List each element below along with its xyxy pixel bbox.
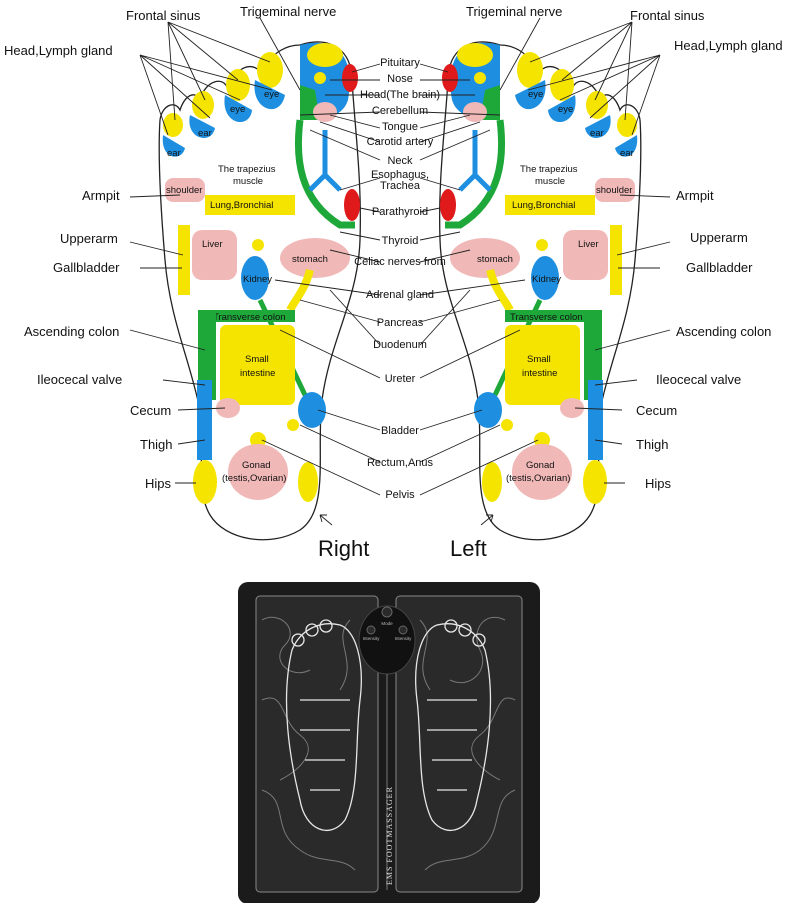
label-thigh-left: Thigh: [636, 437, 669, 452]
label-adrenal: Adrenal gland: [366, 289, 434, 301]
left-transverse-label: Transverse colon: [510, 312, 583, 323]
left-trapezius-label-1: The trapezius: [520, 164, 578, 175]
left-gonad-label-2: (testis,Ovarian): [506, 473, 570, 484]
label-neck: Neck: [387, 155, 413, 167]
left-stomach-label: stomach: [477, 254, 513, 265]
left-ear-label: ear: [590, 128, 604, 139]
left-lung-label: Lung,Bronchial: [512, 200, 575, 211]
mode-button-label: Mode: [381, 621, 393, 626]
label-cerebellum: Cerebellum: [372, 105, 428, 117]
right-small-label-2: intestine: [240, 368, 275, 379]
intensity-up-button[interactable]: [398, 625, 408, 635]
label-gallbladder-right: Gallbladder: [53, 260, 120, 275]
intensity-up-label: Intensity: [395, 636, 413, 641]
right-transverse-label: Transverse colon: [213, 312, 286, 323]
label-cecum-right: Cecum: [130, 403, 171, 418]
label-rectum: Rectum,Anus: [367, 457, 434, 469]
label-ascending-colon-left: Ascending colon: [676, 324, 771, 339]
left-small-label-2: intestine: [522, 368, 557, 379]
label-celiac: Celiac nerves from: [354, 256, 446, 268]
right-lung-label: Lung,Bronchial: [210, 200, 273, 211]
label-hips-left: Hips: [645, 476, 672, 491]
right-stomach-label: stomach: [292, 254, 328, 265]
right-ear-label-2: ear: [167, 148, 181, 159]
label-trigeminal-left: Trigeminal nerve: [466, 4, 562, 19]
left-small-label-1: Small: [527, 354, 551, 365]
label-head-lymph-right: Head,Lymph gland: [4, 43, 113, 58]
label-esophagus: Esophagus,: [371, 169, 429, 181]
left-foot-zone-labels: eye eye ear ear The trapezius muscle sho…: [477, 89, 634, 484]
left-shoulder-label: shoulder: [596, 185, 632, 196]
mode-button[interactable]: [381, 606, 393, 618]
label-ileocecal-left: Ileocecal valve: [656, 372, 741, 387]
right-kidney-label: Kidney: [243, 274, 272, 285]
caption-left: Left: [450, 536, 487, 561]
leader-lines: [129, 17, 671, 526]
label-head-brain: Head(The brain): [360, 89, 440, 101]
left-ear-label-2: ear: [620, 148, 634, 159]
right-small-label-1: Small: [245, 354, 269, 365]
label-pelvis: Pelvis: [385, 489, 415, 501]
label-pancreas: Pancreas: [377, 317, 424, 329]
foot-massager-mat: Mode Intensity Intensity EMS FOOTMASSAGE…: [238, 582, 540, 903]
left-trapezius-label-2: muscle: [535, 176, 565, 187]
right-gonad-label-2: (testis,Ovarian): [222, 473, 286, 484]
right-trapezius-label-2: muscle: [233, 176, 263, 187]
intensity-down-button[interactable]: [366, 625, 376, 635]
label-ureter: Ureter: [385, 373, 416, 385]
label-frontal-sinus-right: Frontal sinus: [126, 8, 201, 23]
mat-brand-text: EMS FOOTMASSAGER: [385, 786, 394, 885]
label-duodenum: Duodenum: [373, 339, 427, 351]
label-parathyroid: Parathyroid: [372, 206, 428, 218]
right-eye-label: eye: [230, 104, 245, 115]
right-liver-label: Liver: [202, 239, 223, 250]
label-trigeminal-right: Trigeminal nerve: [240, 4, 336, 19]
label-thyroid: Thyroid: [382, 235, 419, 247]
label-tongue: Tongue: [382, 121, 418, 133]
caption-right: Right: [318, 536, 369, 561]
right-shoulder-label: shoulder: [166, 185, 202, 196]
label-hips-right: Hips: [145, 476, 172, 491]
left-foot-chart: [439, 41, 642, 541]
right-ear-label: ear: [198, 128, 212, 139]
right-trapezius-label-1: The trapezius: [218, 164, 276, 175]
right-foot-chart: eye eye ear ear The trapezius muscle sho…: [158, 41, 361, 541]
left-liver-label: Liver: [578, 239, 599, 250]
label-trachea: Trachea: [380, 180, 421, 192]
label-upperarm-right: Upperarm: [60, 231, 118, 246]
intensity-down-label: Intensity: [363, 636, 381, 641]
label-gallbladder-left: Gallbladder: [686, 260, 753, 275]
label-ileocecal-right: Ileocecal valve: [37, 372, 122, 387]
label-armpit-left: Armpit: [676, 188, 714, 203]
label-armpit-right: Armpit: [82, 188, 120, 203]
mat-foot-outlines: [285, 619, 492, 831]
label-carotid: Carotid artery: [367, 136, 434, 148]
label-frontal-sinus-left: Frontal sinus: [630, 8, 705, 23]
left-column-labels: Frontal sinus Head,Lymph gland Armpit Up…: [4, 4, 336, 491]
label-nose: Nose: [387, 73, 413, 85]
left-eye-label: eye: [528, 89, 543, 100]
label-bladder: Bladder: [381, 425, 419, 437]
label-pituitary: Pituitary: [380, 57, 420, 69]
label-thigh-right: Thigh: [140, 437, 173, 452]
center-labels: Pituitary Nose Head(The brain) Cerebellu…: [354, 57, 446, 501]
label-cecum-left: Cecum: [636, 403, 677, 418]
right-column-labels: Frontal sinus Head,Lymph gland Armpit Up…: [466, 4, 783, 491]
label-head-lymph-left: Head,Lymph gland: [674, 38, 783, 53]
label-upperarm-left: Upperarm: [690, 230, 748, 245]
left-kidney-label: Kidney: [532, 274, 561, 285]
right-gonad-label-1: Gonad: [242, 460, 271, 471]
label-ascending-colon-right: Ascending colon: [24, 324, 119, 339]
left-gonad-label-1: Gonad: [526, 460, 555, 471]
left-eye-label-2: eye: [558, 104, 573, 115]
right-eye-label-2: eye: [264, 89, 279, 100]
